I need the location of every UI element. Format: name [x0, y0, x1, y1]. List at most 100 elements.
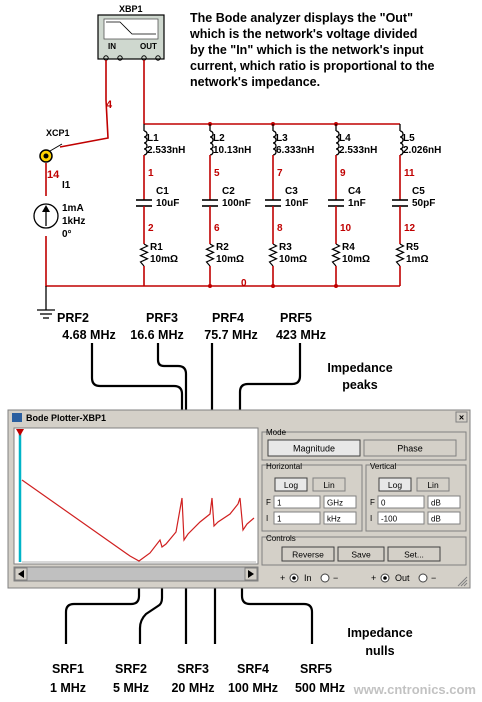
- v-i-label: I: [370, 514, 372, 523]
- source-arrow-icon: [42, 205, 50, 212]
- resistor-1[interactable]: [139, 243, 149, 267]
- srf1-value: 1 MHz: [50, 681, 86, 695]
- set-button-label: Set...: [404, 550, 424, 560]
- in-plus-sign: +: [280, 573, 285, 583]
- set-button[interactable]: [387, 546, 441, 562]
- resistor-2[interactable]: [205, 243, 215, 267]
- v-final-value-input[interactable]: [377, 495, 425, 509]
- srf3-name: SRF3: [177, 662, 209, 676]
- inductor-1[interactable]: [143, 130, 148, 156]
- plot-scrollbar[interactable]: [13, 566, 259, 582]
- impedance-curve: [21, 479, 255, 562]
- xbp-terminal-out-minus[interactable]: [155, 55, 161, 61]
- xbp-terminal-in-minus[interactable]: [117, 55, 123, 61]
- capacitor-5-value: 50pF: [412, 198, 435, 209]
- srf4-value: 100 MHz: [228, 681, 278, 695]
- cursor-handle-icon[interactable]: [16, 429, 24, 436]
- save-button-label: Save: [351, 550, 371, 560]
- inductor-3[interactable]: [272, 130, 277, 156]
- node-2-label: 2: [148, 223, 154, 234]
- inductor-5-name: L5: [403, 133, 415, 144]
- node-4-label: 4: [106, 99, 113, 111]
- h-initial-value-input[interactable]: [273, 511, 321, 525]
- controls-group: [261, 536, 467, 566]
- out-terminal-label: Out: [395, 573, 410, 583]
- nulls-label-line-2: nulls: [365, 644, 394, 658]
- h-final-unit: GHz: [327, 499, 343, 508]
- node-5-label: 5: [214, 168, 220, 179]
- peaks-label-line-1: Impedance: [327, 361, 392, 375]
- v-initial-value-input[interactable]: [377, 511, 425, 525]
- inductor-2-value: 10.13nH: [213, 145, 251, 156]
- resistor-5-value: 1mΩ: [406, 254, 428, 265]
- close-icon: ×: [459, 413, 464, 423]
- description-line-1: The Bode analyzer displays the "Out": [190, 11, 413, 25]
- vertical-label: Vertical: [370, 462, 396, 471]
- node-1-label: 1: [148, 168, 154, 179]
- node-7-label: 7: [277, 168, 283, 179]
- phase-button[interactable]: [363, 439, 457, 457]
- terminal-row: + In − + Out −: [280, 573, 436, 583]
- v-initial-unit-select[interactable]: [427, 511, 461, 525]
- capacitor-4-value: 1nF: [348, 198, 366, 209]
- h-final-unit-select[interactable]: [323, 495, 357, 509]
- description-block: The Bode analyzer displays the "Out" whi…: [189, 11, 435, 89]
- out-plus-sign: +: [371, 573, 376, 583]
- current-source[interactable]: I1 1mA 1kHz 0°: [33, 180, 85, 240]
- inductor-4[interactable]: [335, 130, 340, 156]
- h-final-value-input[interactable]: [273, 495, 321, 509]
- close-button[interactable]: [455, 411, 468, 423]
- capacitor-4-name: C4: [348, 186, 361, 197]
- out-minus-sign: −: [431, 573, 436, 583]
- bode-instrument-icon[interactable]: XBP1 IN OUT: [97, 4, 165, 61]
- v-log-button[interactable]: [378, 477, 412, 492]
- resistor-5[interactable]: [395, 243, 405, 267]
- inductor-3-name: L3: [276, 133, 288, 144]
- inductor-2-name: L2: [213, 133, 225, 144]
- magnitude-button[interactable]: [267, 439, 361, 457]
- resistor-2-value: 10mΩ: [216, 254, 244, 265]
- v-final-value: 0: [381, 499, 386, 508]
- phase-button-label: Phase: [397, 444, 423, 454]
- out-minus-radio[interactable]: [418, 573, 428, 583]
- in-terminal-label: In: [304, 573, 312, 583]
- magnitude-button-label: Magnitude: [293, 444, 335, 454]
- inductor-5[interactable]: [399, 130, 404, 156]
- controls-label: Controls: [266, 534, 296, 543]
- node-9-label: 9: [340, 168, 346, 179]
- resistor-4[interactable]: [331, 243, 341, 267]
- resize-grip-icon[interactable]: [457, 576, 468, 587]
- v-final-unit: dB: [431, 499, 441, 508]
- description-line-5: network's impedance.: [190, 75, 320, 89]
- prf4-name: PRF4: [212, 311, 244, 325]
- current-probe[interactable]: XCP1: [39, 128, 70, 163]
- inductor-2[interactable]: [209, 130, 214, 156]
- in-minus-radio[interactable]: [320, 573, 330, 583]
- prf2-value: 4.68 MHz: [62, 328, 116, 342]
- capacitor-2-value: 100nF: [222, 198, 251, 209]
- v-final-unit-select[interactable]: [427, 495, 461, 509]
- bode-plotter-window[interactable]: Bode Plotter-XBP1 × Mode Magnitude Phase…: [7, 409, 471, 589]
- srf3-value: 20 MHz: [171, 681, 214, 695]
- bode-title-bar[interactable]: [9, 411, 469, 424]
- save-button[interactable]: [337, 546, 385, 562]
- reverse-button[interactable]: [281, 546, 335, 562]
- h-initial-unit-select[interactable]: [323, 511, 357, 525]
- capacitor-3-value: 10nF: [285, 198, 308, 209]
- h-final-value: 1: [277, 499, 282, 508]
- h-lin-button[interactable]: [312, 477, 346, 492]
- reverse-button-label: Reverse: [292, 550, 324, 560]
- plot-area[interactable]: [13, 427, 259, 565]
- h-log-button[interactable]: [274, 477, 308, 492]
- resistor-1-value: 10mΩ: [150, 254, 178, 265]
- capacitor-1-value: 10uF: [156, 198, 179, 209]
- inductor-5-value: 2.026nH: [403, 145, 441, 156]
- peaks-label-line-2: peaks: [342, 378, 377, 392]
- resistor-3[interactable]: [268, 243, 278, 267]
- xbp-label: XBP1: [119, 4, 143, 14]
- capacitor-1-name: C1: [156, 186, 169, 197]
- v-lin-button[interactable]: [416, 477, 450, 492]
- mode-group: [261, 431, 467, 461]
